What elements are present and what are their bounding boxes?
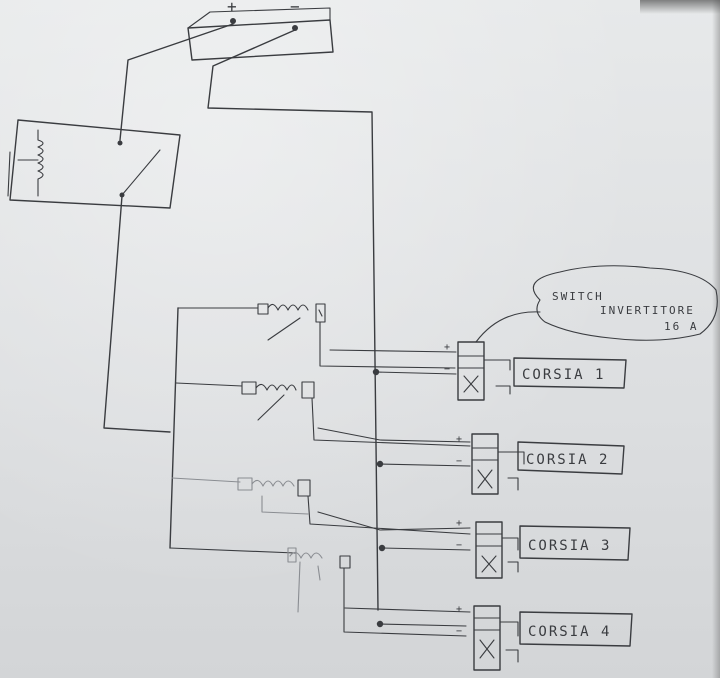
lane-1-label: CORSIA 1 — [522, 367, 605, 383]
relay — [7, 119, 181, 209]
switch-1-minus: − — [444, 364, 452, 375]
lane-sensor-2 — [241, 381, 471, 447]
switch-2: + − — [456, 433, 525, 495]
switch-3-plus: + — [456, 518, 464, 529]
relay-contact-icon — [121, 149, 161, 196]
lane-4-label: CORSIA 4 — [528, 624, 611, 640]
switch-4-plus: + — [456, 604, 464, 615]
paper-edge — [712, 0, 720, 678]
callout-line-2: INVERTITORE — [600, 304, 695, 317]
battery-positive-terminal — [230, 18, 236, 24]
switch-4-minus: − — [456, 626, 464, 637]
relay-output-wire — [103, 195, 171, 433]
negative-bus-wire — [207, 29, 379, 611]
callout-line-3: 16 A — [664, 320, 699, 333]
switch-3-minus: − — [456, 540, 464, 551]
battery-negative-terminal — [292, 25, 298, 31]
battery-plus-label: + — [227, 0, 239, 16]
relay-coil-icon — [37, 129, 44, 197]
callout-line-1: SWITCH — [552, 290, 604, 303]
lane-sensor-3 — [237, 477, 471, 535]
switch-1-positive-wire — [329, 349, 457, 353]
lane-2-label: CORSIA 2 — [526, 452, 609, 468]
lane-box-1: CORSIA 1 — [513, 357, 627, 389]
battery-minus-label: − — [290, 0, 302, 16]
switch-2-plus: + — [456, 434, 464, 445]
lane-sensor-4 — [287, 547, 467, 637]
switch-1-plus: + — [444, 342, 452, 353]
callout-bubble: SWITCH INVERTITORE 16 A — [475, 265, 718, 343]
switch-2-minus: − — [456, 456, 464, 467]
lane-3-label: CORSIA 3 — [528, 538, 611, 554]
lane-sensor-1 — [257, 303, 456, 369]
switch-3: + − — [456, 518, 519, 579]
paper-shadow — [640, 0, 720, 14]
lane-box-2: CORSIA 2 — [517, 441, 625, 475]
switch-4: + − — [456, 604, 519, 671]
lane-box-3: CORSIA 3 — [519, 525, 631, 561]
battery: + − — [187, 0, 334, 61]
left-distribution-wire — [169, 307, 179, 549]
switch-1: + − — [444, 341, 511, 401]
positive-wire — [119, 23, 234, 141]
lane-box-4: CORSIA 4 — [519, 611, 633, 647]
